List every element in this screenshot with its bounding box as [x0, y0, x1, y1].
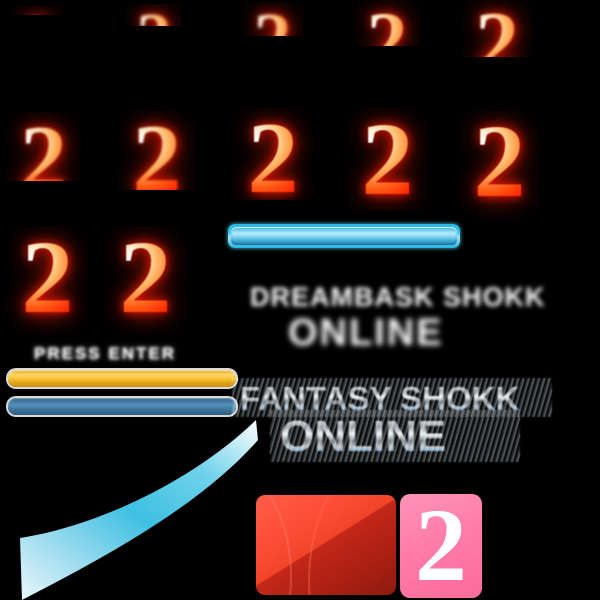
red-gradient-tile[interactable] [256, 495, 396, 595]
sprite-glyph: 2 [118, 110, 196, 190]
sprite-frame: 2 [242, 2, 303, 36]
press-enter-label[interactable]: PRESS ENTER [34, 344, 176, 363]
red-panel-arc-left [256, 495, 292, 595]
sprite-frame: 2 [232, 108, 314, 200]
sprite-frame: 2 [118, 110, 196, 190]
sprite-glyph-wrapper: 2 [6, 112, 81, 181]
sprite-frame: 2 [458, 110, 541, 219]
sprite-glyph-wrapper: 2 [6, 226, 89, 330]
sprite-frame: 2 [126, 4, 182, 26]
sprite-frame: 2 [104, 226, 187, 335]
sprite-glyph: 2 [242, 2, 303, 36]
sprite-frame: 2 [12, 6, 63, 15]
sprite-glyph: 2 [126, 4, 182, 26]
sprite-glyph: 2 [6, 226, 89, 330]
sprite-glyph-wrapper: 2 [458, 110, 541, 214]
sprite-glyph-wrapper: 2 [12, 6, 63, 15]
cyan-loading-bar-fill [231, 227, 457, 245]
sprite-frame: 2 [462, 0, 532, 57]
sprite-glyph: 2 [346, 108, 429, 211]
sprite-glyph: 2 [232, 108, 314, 200]
red-panel-arc-right [308, 495, 396, 595]
pink-tile-numeral: 2 [415, 488, 467, 600]
sprite-glyph: 2 [6, 112, 81, 181]
sprite-glyph-wrapper: 2 [118, 110, 196, 190]
steel-status-bar[interactable] [8, 398, 236, 415]
sprite-glyph-wrapper: 2 [104, 226, 187, 330]
sprite-frame: 2 [6, 226, 89, 335]
logo-chrome-line2: ONLINE [280, 412, 447, 461]
logo-white-line1: DREAMBASK SHOKK [250, 282, 546, 312]
sprite-glyph-wrapper: 2 [462, 0, 532, 57]
sprite-glyph-wrapper: 2 [126, 4, 182, 26]
logo-white-line2: ONLINE [288, 312, 444, 354]
cyan-swoosh-graphic [20, 420, 258, 600]
cyan-loading-bar[interactable] [228, 224, 460, 248]
sprite-glyph: 2 [462, 0, 532, 57]
sprite-glyph: 2 [354, 0, 420, 46]
sprite-glyph: 2 [458, 110, 541, 214]
sprite-frame: 2 [6, 112, 81, 181]
sprite-glyph: 2 [12, 6, 63, 15]
sprite-glyph-wrapper: 2 [354, 0, 420, 46]
sprite-frame: 2 [346, 108, 429, 211]
sprite-glyph-wrapper: 2 [346, 108, 429, 211]
sprite-glyph-wrapper: 2 [242, 2, 303, 36]
sprite-frame: 2 [354, 0, 420, 46]
amber-status-bar[interactable] [8, 370, 236, 387]
sprite-glyph-wrapper: 2 [232, 108, 314, 200]
sprite-glyph: 2 [104, 226, 187, 330]
pink-two-tile[interactable]: 2 [400, 494, 482, 598]
